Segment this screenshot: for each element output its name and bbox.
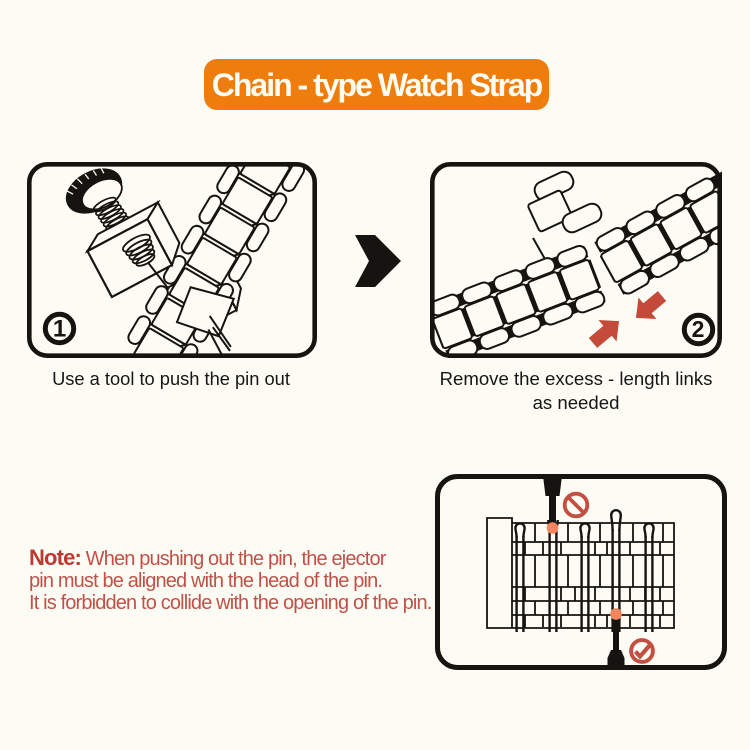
svg-text:1: 1 <box>53 316 66 343</box>
svg-text:2: 2 <box>692 316 705 342</box>
